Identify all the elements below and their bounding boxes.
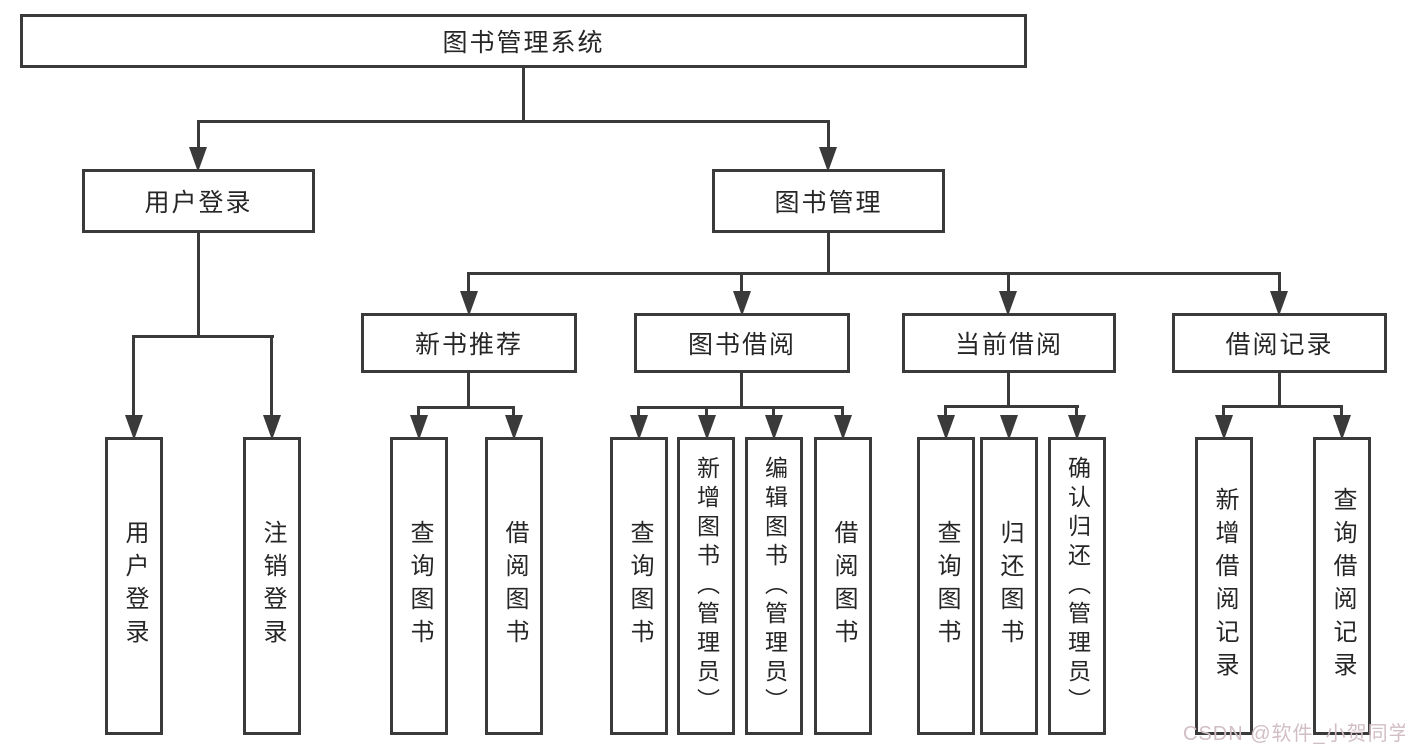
connector-line [132,335,135,416]
arrow-down-icon [834,415,852,440]
connector-line [772,406,775,417]
arrow-down-icon [1333,415,1351,440]
connector-line [827,233,830,275]
arrow-down-icon [189,147,207,172]
leaf-logout-login: 注销登录 [243,437,301,735]
node-user-login: 用户登录 [82,169,315,233]
arrow-down-icon [1068,415,1086,440]
connector-line [197,120,830,123]
connector-line [1007,373,1010,406]
leaf-label: 查询借阅记录 [1329,487,1356,685]
leaf-confirm-return-admin: 确认归还（管理员） [1048,437,1106,735]
connector-line [1007,272,1010,292]
node-label: 借阅记录 [1225,331,1334,359]
watermark: CSDN @软件_小贺同学 [1183,723,1405,745]
arrow-down-icon [410,415,428,440]
leaf-label: 查询图书 [406,520,433,652]
node-borrow-records: 借阅记录 [1172,313,1387,373]
connector-line [841,406,844,417]
connector-line [1278,272,1281,292]
node-book-borrow: 图书借阅 [634,313,850,373]
node-book-management: 图书管理 [712,169,945,233]
leaf-borrow-books: 借阅图书 [814,437,872,735]
connector-line [417,406,420,417]
connector-line [1278,373,1281,406]
connector-line [637,406,844,409]
node-label: 图书管理系统 [442,29,605,57]
arrow-down-icon [263,415,281,440]
connector-line [522,66,525,123]
leaf-label: 确认归还（管理员） [1064,455,1091,717]
leaf-label: 借阅图书 [830,520,857,652]
connector-line [1075,405,1078,417]
leaf-label: 新增图书（管理员） [693,455,720,717]
leaf-user-login: 用户登录 [105,437,163,735]
leaf-label: 查询图书 [933,520,960,652]
leaf-query-books-recommend: 查询图书 [390,437,448,735]
leaf-query-borrow-record: 查询借阅记录 [1313,437,1371,735]
arrow-down-icon [698,415,716,440]
arrow-down-icon [460,291,478,316]
arrow-down-icon [1270,291,1288,316]
connector-line [1340,405,1343,417]
arrow-down-icon [125,415,143,440]
node-label: 当前借阅 [954,331,1063,359]
arrow-down-icon [1000,415,1018,440]
connector-line [705,406,708,417]
leaf-query-books-borrow: 查询图书 [610,437,668,735]
connector-line [740,373,743,409]
connector-line [197,233,200,338]
arrow-down-icon [937,415,955,440]
node-label: 图书借阅 [687,331,796,359]
arrow-down-icon [1215,415,1233,440]
leaf-add-books-admin: 新增图书（管理员） [677,437,735,735]
connector-line [944,405,947,417]
connector-line [468,272,1281,275]
leaf-label: 注销登录 [259,520,286,652]
node-library-management-system: 图书管理系统 [20,14,1027,68]
leaf-borrow-books-recommend: 借阅图书 [485,437,543,735]
connector-line [270,335,273,416]
leaf-label: 查询图书 [626,520,653,652]
connector-line [740,272,743,292]
leaf-edit-books-admin: 编辑图书（管理员） [745,437,803,735]
node-label: 用户登录 [144,189,253,217]
connector-line [1222,405,1225,417]
leaf-label: 新增借阅记录 [1211,487,1238,685]
node-label: 图书管理 [774,189,883,217]
leaf-return-books: 归还图书 [980,437,1038,735]
arrow-down-icon [999,291,1017,316]
connector-line [1222,405,1343,408]
leaf-add-borrow-record: 新增借阅记录 [1195,437,1253,735]
leaf-query-books-current: 查询图书 [917,437,975,735]
connector-line [197,120,200,148]
connector-line [827,120,830,148]
arrow-down-icon [733,291,751,316]
leaf-label: 用户登录 [121,520,148,652]
leaf-label: 借阅图书 [501,520,528,652]
leaf-label: 归还图书 [996,520,1023,652]
arrow-down-icon [505,415,523,440]
connector-line [417,406,515,409]
arrow-down-icon [630,415,648,440]
node-current-borrow: 当前借阅 [902,313,1116,373]
leaf-label: 编辑图书（管理员） [761,455,788,717]
connector-line [467,373,470,409]
node-new-book-recommend: 新书推荐 [361,313,577,373]
connector-line [512,406,515,417]
node-label: 新书推荐 [414,331,523,359]
connector-line [637,406,640,417]
arrow-down-icon [765,415,783,440]
connector-line [132,335,274,338]
connector-line [944,405,1079,408]
arrow-down-icon [819,147,837,172]
connector-line [467,272,470,292]
